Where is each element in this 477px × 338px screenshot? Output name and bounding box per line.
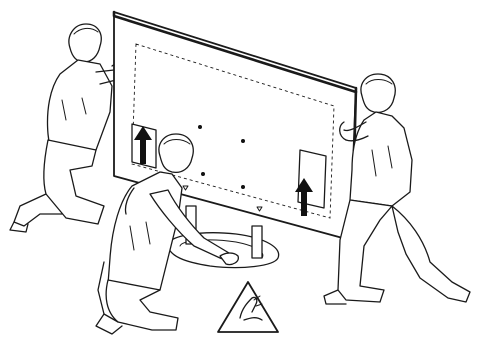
pinch-hazard-icon — [218, 282, 278, 332]
person-left — [10, 24, 126, 232]
mount-hole — [241, 185, 245, 189]
mount-hole — [201, 172, 205, 176]
mount-hole — [241, 139, 245, 143]
mount-hole — [198, 125, 202, 129]
